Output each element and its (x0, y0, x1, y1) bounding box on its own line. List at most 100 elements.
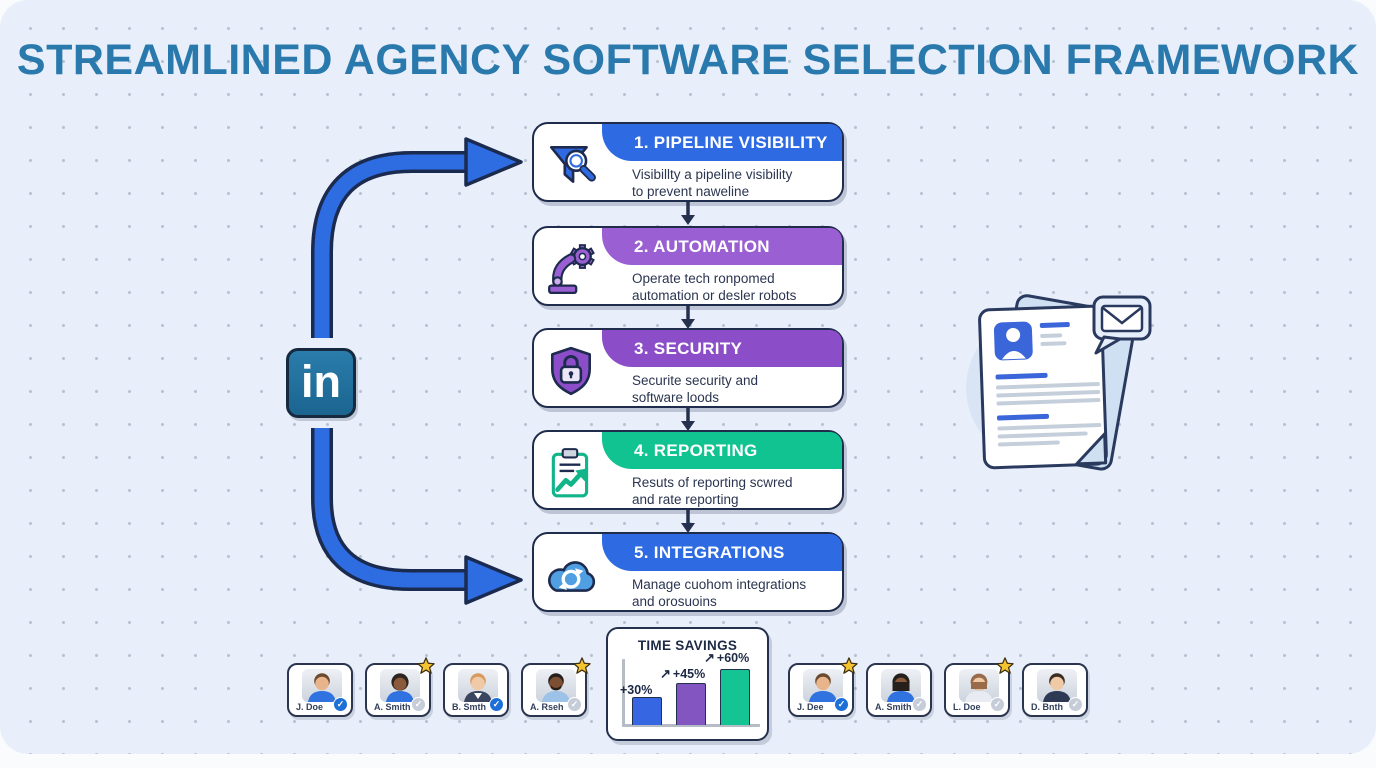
step-desc-line1: Visibillty a pipeline visibility (632, 167, 793, 182)
avatar (803, 669, 843, 702)
profile-group-right: J. Dee ✓ A. Smith ✓ L. Doe ✓ (788, 657, 1088, 717)
check-badge-icon: ✓ (834, 697, 849, 712)
step-desc-line1: Manage cuohom integrations (632, 577, 807, 592)
profile-card: J. Dee ✓ (788, 657, 858, 717)
trend-arrow-icon: ↗ (660, 666, 671, 681)
step-desc-line2: to prevent naweline (632, 184, 750, 200)
step-header-label: 1. PIPELINE VISIBILITY (634, 133, 828, 152)
profile-name: J. Doe (296, 702, 324, 712)
star-icon (996, 657, 1014, 674)
check-badge-icon: ✓ (489, 697, 504, 712)
flow-curve-arrows (311, 137, 523, 605)
avatar (881, 669, 921, 702)
profile-name: A. Rseh (530, 702, 564, 712)
profile-name: J. Dee (797, 702, 824, 712)
linkedin-logo-text: in (301, 355, 341, 407)
chart-title: TIME SAVINGS (637, 638, 738, 653)
connector-arrow-icon (681, 408, 695, 431)
profile-card: A. Smith ✓ (365, 657, 435, 717)
connector-arrow-icon (681, 510, 695, 533)
front-page (978, 304, 1108, 470)
step-header-band: 1. PIPELINE VISIBILITY (602, 124, 842, 161)
profile-name: A. Smith (374, 702, 411, 712)
step-flow: 1. PIPELINE VISIBILITY Visibillty a pipe… (532, 122, 844, 616)
profile-group-left: J. Doe ✓ A. Smith ✓ B. Smth ✓ (287, 657, 591, 717)
step-card-pipeline-visibility: 1. PIPELINE VISIBILITY Visibillty a pipe… (532, 122, 844, 202)
step-header-label: 3. SECURITY (634, 339, 743, 358)
time-savings-chart: TIME SAVINGS ↗+30% ↗+45% ↗+60% (606, 627, 769, 741)
profile-card: A. Smith ✓ (866, 663, 932, 717)
step-desc-line1: Resuts of reporting scwred (632, 475, 793, 490)
bar-value: +30% (620, 683, 653, 697)
step-desc-line1: Securite security and (632, 373, 759, 388)
step-card-automation: 2. AUTOMATION Operate tech ronpomed auto… (532, 226, 844, 306)
step-desc-line2: automation or desler robots (632, 288, 797, 304)
step-description: Operate tech ronpomed automation or desl… (632, 270, 796, 305)
step-description: Securite security and software loods (632, 372, 758, 407)
connector-arrow-icon (681, 202, 695, 225)
check-badge-icon: ✓ (1068, 697, 1083, 712)
mail-icon (1092, 295, 1152, 355)
funnel-search-icon (543, 138, 599, 192)
step-header-band: 5. INTEGRATIONS (602, 534, 842, 571)
step-desc-line2: and rate reporting (632, 492, 739, 508)
bar-label-2: ↗+45% (660, 666, 705, 682)
avatar (380, 669, 420, 702)
avatar (302, 669, 342, 702)
connector-arrow-icon (681, 306, 695, 329)
bar-label-3: ↗+60% (704, 650, 749, 666)
bar-value: +60% (716, 651, 750, 665)
step-header-label: 4. REPORTING (634, 441, 758, 460)
profile-card: B. Smth ✓ (443, 663, 509, 717)
bar-label-1: ↗+30% (620, 683, 652, 697)
curve-arrow-top (311, 137, 523, 338)
star-icon (573, 657, 591, 674)
shield-lock-icon (543, 344, 599, 398)
page-title: STREAMLINED AGENCY SOFTWARE SELECTION FR… (16, 36, 1360, 84)
avatar (959, 669, 999, 702)
cloud-sync-icon (543, 548, 599, 602)
step-header-band: 2. AUTOMATION (602, 228, 842, 265)
avatar (536, 669, 576, 702)
profile-name: L. Doe (953, 702, 981, 712)
check-badge-icon: ✓ (333, 697, 348, 712)
check-badge-icon: ✓ (990, 697, 1005, 712)
profile-name: B. Smth (452, 702, 487, 712)
chart-axes (622, 659, 760, 727)
check-badge-icon: ✓ (567, 697, 582, 712)
step-header-band: 4. REPORTING (602, 432, 842, 469)
step-description: Visibillty a pipeline visibility to prev… (632, 166, 792, 201)
avatar (458, 669, 498, 702)
step-header-label: 2. AUTOMATION (634, 237, 770, 256)
robot-arm-icon (543, 242, 599, 296)
profile-name: D. Bnth (1031, 702, 1063, 712)
step-header-label: 5. INTEGRATIONS (634, 543, 785, 562)
step-card-security: 3. SECURITY Securite security and softwa… (532, 328, 844, 408)
trend-arrow-icon: ↗ (704, 650, 715, 665)
step-description: Resuts of reporting scwred and rate repo… (632, 474, 793, 509)
profile-card: J. Doe ✓ (287, 663, 353, 717)
profile-card: A. Rseh ✓ (521, 657, 591, 717)
avatar (1037, 669, 1077, 702)
linkedin-logo: in (286, 348, 356, 418)
curve-arrow-bottom (311, 428, 523, 605)
bar-1 (632, 697, 662, 725)
document-illustration (966, 294, 1152, 471)
bar-value: +45% (672, 667, 706, 681)
clipboard-chart-icon (543, 446, 599, 500)
star-icon (417, 657, 435, 674)
step-desc-line2: software loods (632, 390, 720, 406)
step-card-reporting: 4. REPORTING Resuts of reporting scwred … (532, 430, 844, 510)
step-card-integrations: 5. INTEGRATIONS Manage cuohom integratio… (532, 532, 844, 612)
step-header-band: 3. SECURITY (602, 330, 842, 367)
step-description: Manage cuohom integrations and orosuoins (632, 576, 806, 611)
check-badge-icon: ✓ (411, 697, 426, 712)
step-desc-line2: and orosuoins (632, 594, 717, 610)
profile-name: A. Smith (875, 702, 912, 712)
star-icon (840, 657, 858, 674)
bar-2 (676, 683, 706, 725)
profile-card: L. Doe ✓ (944, 657, 1014, 717)
bar-3 (720, 669, 750, 725)
profile-card: D. Bnth ✓ (1022, 663, 1088, 717)
